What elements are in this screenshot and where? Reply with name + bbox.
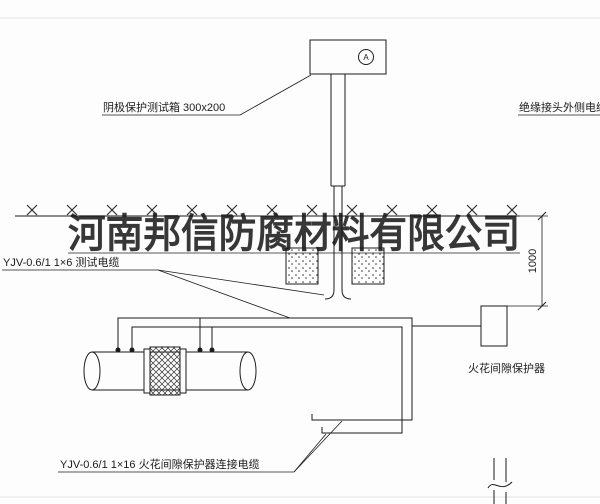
company-watermark: 河南邦信防腐材料有限公司 xyxy=(68,211,520,256)
ammeter-icon xyxy=(358,49,374,65)
dimension-1000: 1000 xyxy=(507,211,548,311)
concrete-block-left xyxy=(285,247,319,285)
ammeter-label: A xyxy=(363,53,369,62)
watermark-text: 河南邦信防腐材料有限公司 xyxy=(68,211,520,256)
spark-gap-protector xyxy=(480,305,508,347)
test-cable-label: YJV-0.6/1 1×6 测试电缆 xyxy=(3,256,119,269)
callout-test-box: 阴极保护测试箱 300x200 xyxy=(102,74,312,116)
connection-cable-label: YJV-0.6/1 1×16 火花间隙保护器连接电缆 xyxy=(60,457,260,471)
callout-outer-cable: 绝缘接头外侧电缆 xyxy=(518,100,600,116)
callout-test-cable: YJV-0.6/1 1×6 测试电缆 xyxy=(2,256,325,319)
callout-connection-cable: YJV-0.6/1 1×16 火花间隙保护器连接电缆 xyxy=(58,420,343,473)
test-box-label: 阴极保护测试箱 300x200 xyxy=(103,100,225,114)
spark-gap-label: 火花间隙保护器 xyxy=(468,361,545,375)
post-cables xyxy=(324,186,352,300)
flange-right xyxy=(179,348,187,394)
pipe-end-right xyxy=(239,351,257,391)
outer-cable-label: 绝缘接头外侧电缆 xyxy=(519,100,600,114)
pipe-end-left xyxy=(83,351,101,391)
dimension-text: 1000 xyxy=(527,249,539,273)
test-cable-wire-2 xyxy=(131,326,403,434)
test-box: A xyxy=(309,39,387,75)
dimension-tick xyxy=(537,301,547,311)
concrete-block-right xyxy=(351,247,385,285)
dimension-tick xyxy=(537,211,547,221)
pipe-riser-symbol xyxy=(487,458,513,504)
test-cable-wire-1 xyxy=(117,317,413,350)
protector-connection-cable xyxy=(311,326,413,421)
test-post xyxy=(330,74,346,187)
joint-hatch xyxy=(149,346,181,396)
flange-left xyxy=(143,348,151,394)
insulating-joint xyxy=(143,346,187,396)
cable-runs xyxy=(117,317,481,434)
